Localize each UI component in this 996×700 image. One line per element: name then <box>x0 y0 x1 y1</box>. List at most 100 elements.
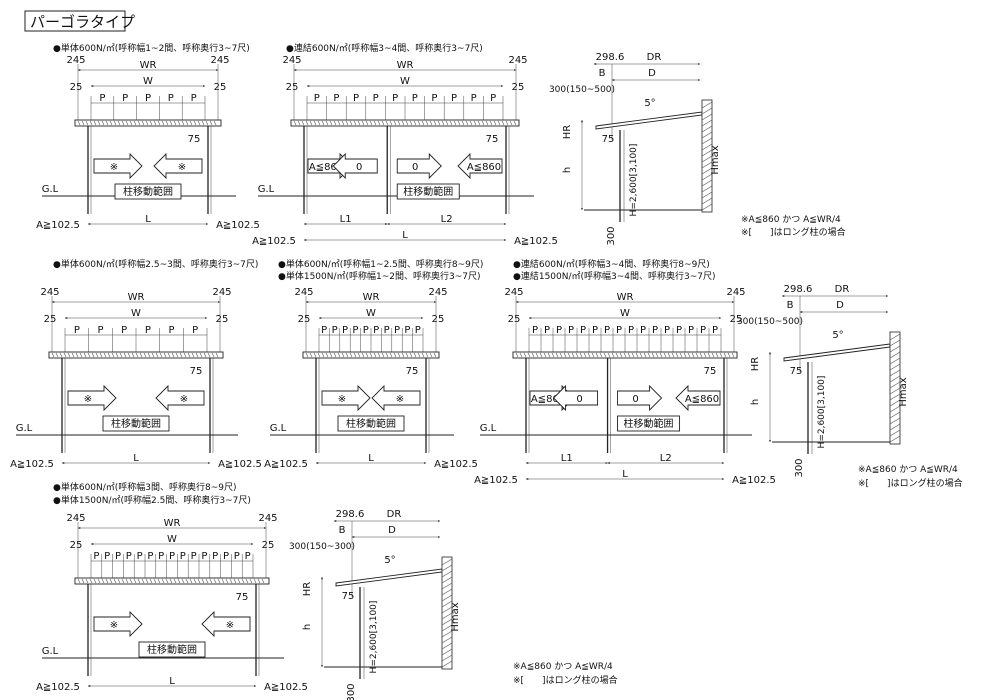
elev-2-beam-hatch <box>397 120 401 126</box>
elev-6-beam-hatch <box>217 578 221 584</box>
elev-5-dim-p-16: P <box>712 325 718 336</box>
elev-2-beam-hatch <box>457 120 461 126</box>
elev-1-dim-75: 75 <box>188 134 201 145</box>
elev-2-beam-hatch <box>477 120 481 126</box>
elev-4-dim-a-left: A≧102.5 <box>264 459 308 470</box>
elev-4-beam-hatch <box>433 352 437 358</box>
elev-2-arrow-zero-left-label: 0 <box>356 162 362 173</box>
elev-4-beam-hatch <box>405 352 409 358</box>
elev-6-beam-hatch <box>229 578 233 584</box>
elev-1-dim-wr: WR <box>77 60 219 71</box>
elev-5-dim-p-5: P <box>580 325 586 336</box>
elev-3-beam-hatch <box>135 352 139 358</box>
elev-6-beam-hatch <box>213 578 217 584</box>
side-2-dim-dr: DR <box>835 284 850 295</box>
elev-3-beam-hatch <box>175 352 179 358</box>
elev-5-arrow-zero-right-label: 0 <box>632 394 638 405</box>
elev-5-beam-hatch <box>695 352 699 358</box>
elev-2-dim-p-10: P <box>490 93 496 104</box>
elev-2-beam-hatch <box>453 120 457 126</box>
elev-5-dim-p-1: P <box>532 325 538 336</box>
elev-4-beam-hatch <box>361 352 365 358</box>
elev-4-dim-245-right: 245 <box>428 287 447 298</box>
elev-2-beam-hatch <box>337 120 341 126</box>
elev-6-beam-hatch <box>77 578 81 584</box>
elev-3-beam-hatch <box>123 352 127 358</box>
elev-1-dim-a-left: A≧102.5 <box>36 220 80 231</box>
side-1-dim-b: B <box>599 68 606 79</box>
side-2-wall-hatch <box>889 393 901 401</box>
elev-5-beam-hatch <box>547 352 551 358</box>
elev-1-dim-w: W <box>90 76 206 87</box>
elev-1-range-box <box>114 183 182 200</box>
elev-5-arrow-a-right: A≦860 <box>675 384 721 412</box>
elev-5-arrow-a-right-label: A≦860 <box>685 394 719 405</box>
elev-4-dim-p-2: P <box>332 325 338 336</box>
elev-1-beam-hatch <box>145 120 149 126</box>
elev-1-beam-hatch <box>153 120 157 126</box>
side-3-wall-hatch <box>441 576 453 584</box>
caption-single-600-1-2.5-deep: ●単体600N/㎡(呼称幅1~2.5間、呼称奥行8~9尺) <box>278 258 483 270</box>
elev-2-dim-p-6: P <box>412 93 418 104</box>
side-3-wall-hatch <box>441 648 453 656</box>
elev-6-arrow-right-label: ※ <box>226 620 234 631</box>
elev-5-beam-hatch <box>519 352 523 358</box>
elev-2-beam-hatch <box>425 120 429 126</box>
elev-3-dim-245-left: 245 <box>40 287 59 298</box>
side-3-wall-hatch <box>441 654 453 662</box>
elev-6-beam-hatch <box>185 578 189 584</box>
elev-5-dim-245-left: 245 <box>504 287 523 298</box>
sheet-title: パーゴラタイプ <box>24 10 135 32</box>
elev-1-arrow-left-shape <box>93 152 143 180</box>
elev-1-dim-25-right: 25 <box>214 82 227 93</box>
elev-2-beam-hatch <box>413 120 417 126</box>
side-3-dim-h-val: H=2,600[3,100] <box>369 601 379 674</box>
elev-1-beam-hatch <box>85 120 89 126</box>
elev-3-beam-hatch <box>67 352 71 358</box>
elev-4-arrow-right: ※ <box>371 384 421 412</box>
elev-4-beam-hatch <box>337 352 341 358</box>
side-3-dim-b: B <box>339 525 346 536</box>
elev-5-beam-hatch <box>555 352 559 358</box>
elev-2-beam-hatch <box>405 120 409 126</box>
elev-2-beam-hatch <box>437 120 441 126</box>
elev-2-dim-p-3: P <box>353 93 359 104</box>
caption-single-600-2.5-3: ●単体600N/㎡(呼称幅2.5~3間、呼称奥行3~7尺) <box>53 258 258 270</box>
elev-5-dim-p-7: P <box>604 325 610 336</box>
elev-4-dim-a-right: A≧102.5 <box>434 459 478 470</box>
elev-4-dim-p-5: P <box>363 325 369 336</box>
elev-4-beam-hatch <box>369 352 373 358</box>
elev-5-beam-hatch <box>543 352 547 358</box>
elev-2-beam-hatch <box>321 120 325 126</box>
elev-6-beam-hatch <box>149 578 153 584</box>
elev-1-beam-hatch <box>173 120 177 126</box>
elev-2-beam-hatch <box>365 120 369 126</box>
elev-2-dim-w: W <box>306 76 504 87</box>
elev-3-dim-25-left: 25 <box>44 314 57 325</box>
elev-3-beam-hatch <box>83 352 87 358</box>
elev-4-beam-hatch <box>381 352 385 358</box>
elev-6-beam-hatch <box>169 578 173 584</box>
elev-6-dim-p-5: P <box>137 551 143 562</box>
caption-linked-600-3-4-deep: ●連結600N/㎡(呼称幅3~4間、呼称奥行8~9尺) <box>513 258 710 270</box>
elev-1-beam-hatch <box>141 120 145 126</box>
elev-2-beam-hatch <box>345 120 349 126</box>
elev-6-beam-hatch <box>177 578 181 584</box>
note-long-post-3: ※[ ]はロング柱の場合 <box>513 674 618 686</box>
note-long-post-2: ※[ ]はロング柱の場合 <box>858 477 963 489</box>
elev-3-beam-hatch <box>155 352 159 358</box>
elev-5-dim-p-8: P <box>616 325 622 336</box>
elev-1-arrow-left: ※ <box>93 152 143 180</box>
elev-3-dim-wr: WR <box>51 292 221 303</box>
side-2-dim-d: D <box>836 300 844 311</box>
elev-1-beam-hatch <box>185 120 189 126</box>
elev-1-beam-hatch <box>77 120 81 126</box>
elev-4-beam-hatch <box>305 352 309 358</box>
elev-4-arrow-right-shape <box>371 384 421 412</box>
elev-6-dim-245-right: 245 <box>258 513 277 524</box>
elev-6-beam-hatch <box>89 578 93 584</box>
side-1-wall-hatch <box>701 131 713 139</box>
elev-4-dim-p-10: P <box>415 325 421 336</box>
